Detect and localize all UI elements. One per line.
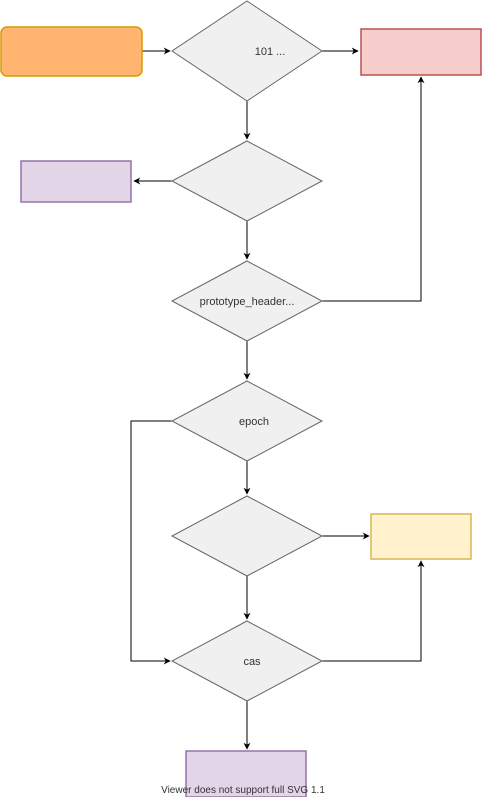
decision-label: prototype_header... [200, 296, 295, 308]
edge-decision-6-to-yellow-box [322, 560, 425, 662]
edge-decision-3-to-red-box [322, 76, 425, 302]
decision-diamond [170, 380, 324, 462]
decision-node-4: epoch [170, 380, 324, 462]
decision-node-2 [170, 140, 324, 222]
decision-diamond [171, 0, 323, 102]
decision-node-1: 101 ... [171, 0, 323, 102]
decision-label: cas [243, 656, 261, 668]
purple-process-box-bottom [185, 750, 307, 797]
edge-decision-4-to-decision-6 [130, 420, 172, 665]
decision-label: epoch [239, 416, 269, 428]
decision-diamond [170, 620, 324, 702]
orange-process-box [0, 26, 143, 77]
purple-process-box-top [20, 160, 132, 203]
yellow-process-box [370, 513, 472, 560]
decision-label: 101 ... [255, 46, 286, 58]
red-process-box [360, 28, 482, 76]
decision-diamond [170, 260, 324, 342]
edges [130, 47, 425, 750]
decision-node-5 [170, 495, 324, 577]
decision-node-6: cas [170, 620, 324, 702]
decision-diamond [170, 140, 324, 222]
svg-support-notice: Viewer does not support full SVG 1.1 [161, 785, 325, 796]
decision-node-3: prototype_header... [170, 260, 324, 342]
decision-diamond [170, 495, 324, 577]
